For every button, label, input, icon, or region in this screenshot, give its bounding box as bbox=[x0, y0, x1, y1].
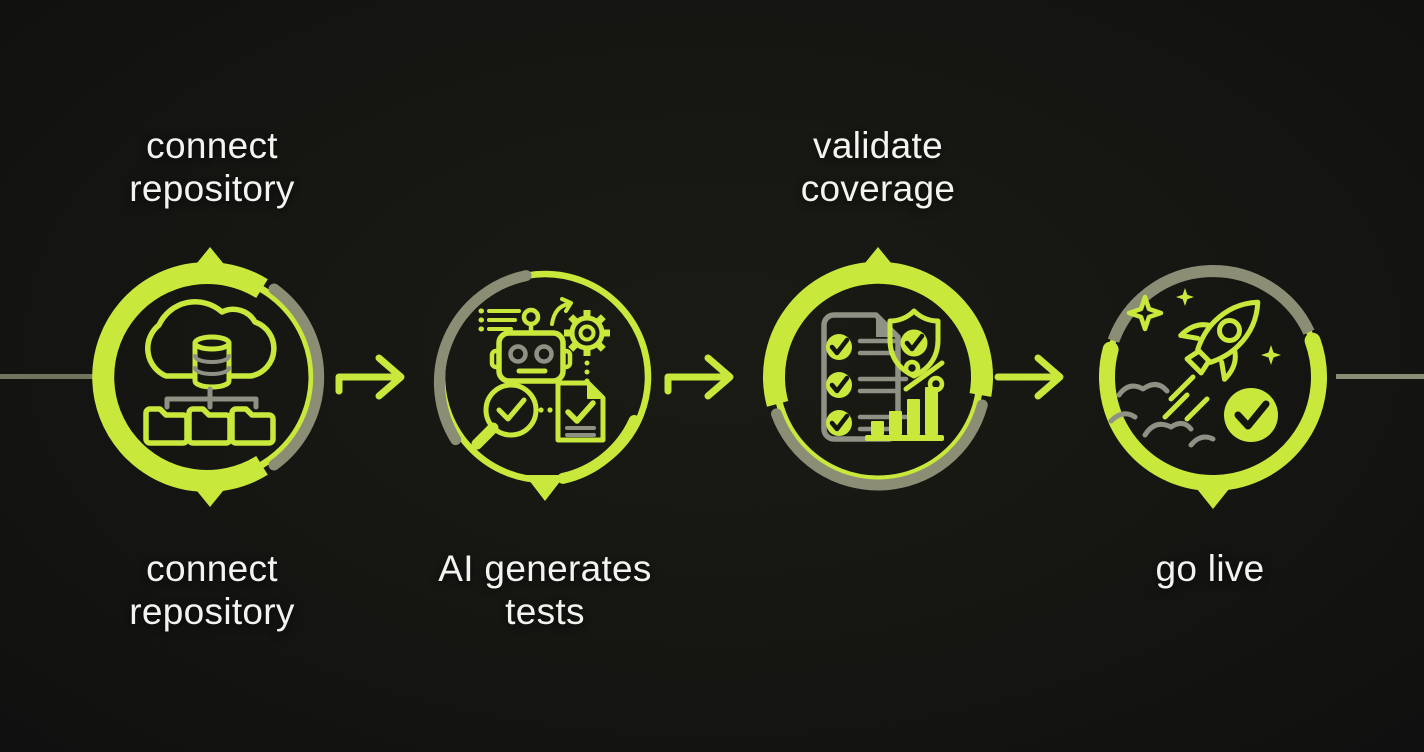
step1-top-label: connect repository bbox=[52, 124, 372, 211]
rocket-launch-icon bbox=[1108, 288, 1281, 448]
coverage-checklist-icon bbox=[821, 308, 945, 442]
baseline-left-segment bbox=[0, 374, 97, 379]
sparkle-stars bbox=[1126, 288, 1281, 365]
step3-top-label-line2: coverage bbox=[800, 168, 956, 210]
step2-bottom-label-line1: AI generates bbox=[438, 548, 652, 589]
step1-top-label-line1: connect bbox=[146, 125, 278, 166]
smoke-clouds bbox=[1108, 382, 1216, 448]
step4-bottom-label-line1: go live bbox=[1155, 548, 1265, 589]
step-validate-coverage bbox=[763, 247, 993, 491]
step2-bottom-label: AI generates tests bbox=[385, 547, 705, 634]
step1-bottom-label: connect repository bbox=[52, 547, 372, 634]
step3-top-label-line1: validate bbox=[813, 125, 943, 166]
ai-robot-test-icon bbox=[471, 297, 610, 450]
percent-icon bbox=[903, 359, 945, 393]
flow-arrow-1 bbox=[335, 354, 405, 400]
test-document-icon bbox=[555, 380, 606, 443]
step3-top-label: validate coverage bbox=[718, 124, 1038, 211]
cloud-repository-icon bbox=[143, 299, 277, 446]
step-ai-generates-tests bbox=[433, 270, 652, 501]
baseline-right-segment bbox=[1336, 374, 1424, 379]
step4-ring bbox=[1099, 265, 1327, 509]
step2-ring bbox=[433, 270, 652, 501]
step3-ring bbox=[763, 247, 993, 491]
step-connect-repository bbox=[92, 247, 325, 507]
step1-ring bbox=[92, 247, 325, 507]
step1-bottom-label-line1: connect bbox=[146, 548, 278, 589]
step4-bottom-label: go live bbox=[1050, 547, 1370, 590]
magnifier-check-icon bbox=[471, 382, 539, 450]
step-go-live bbox=[1099, 265, 1327, 509]
step1-bottom-label-line2: repository bbox=[129, 591, 295, 633]
bar-chart-icon bbox=[865, 387, 944, 441]
step1-top-label-line2: repository bbox=[129, 168, 295, 210]
flow-arrow-2 bbox=[664, 354, 734, 400]
gear-icon bbox=[564, 310, 610, 356]
success-check-badge bbox=[1224, 388, 1278, 442]
flow-arrow-3 bbox=[994, 354, 1064, 400]
step2-bottom-label-line2: tests bbox=[505, 591, 585, 633]
